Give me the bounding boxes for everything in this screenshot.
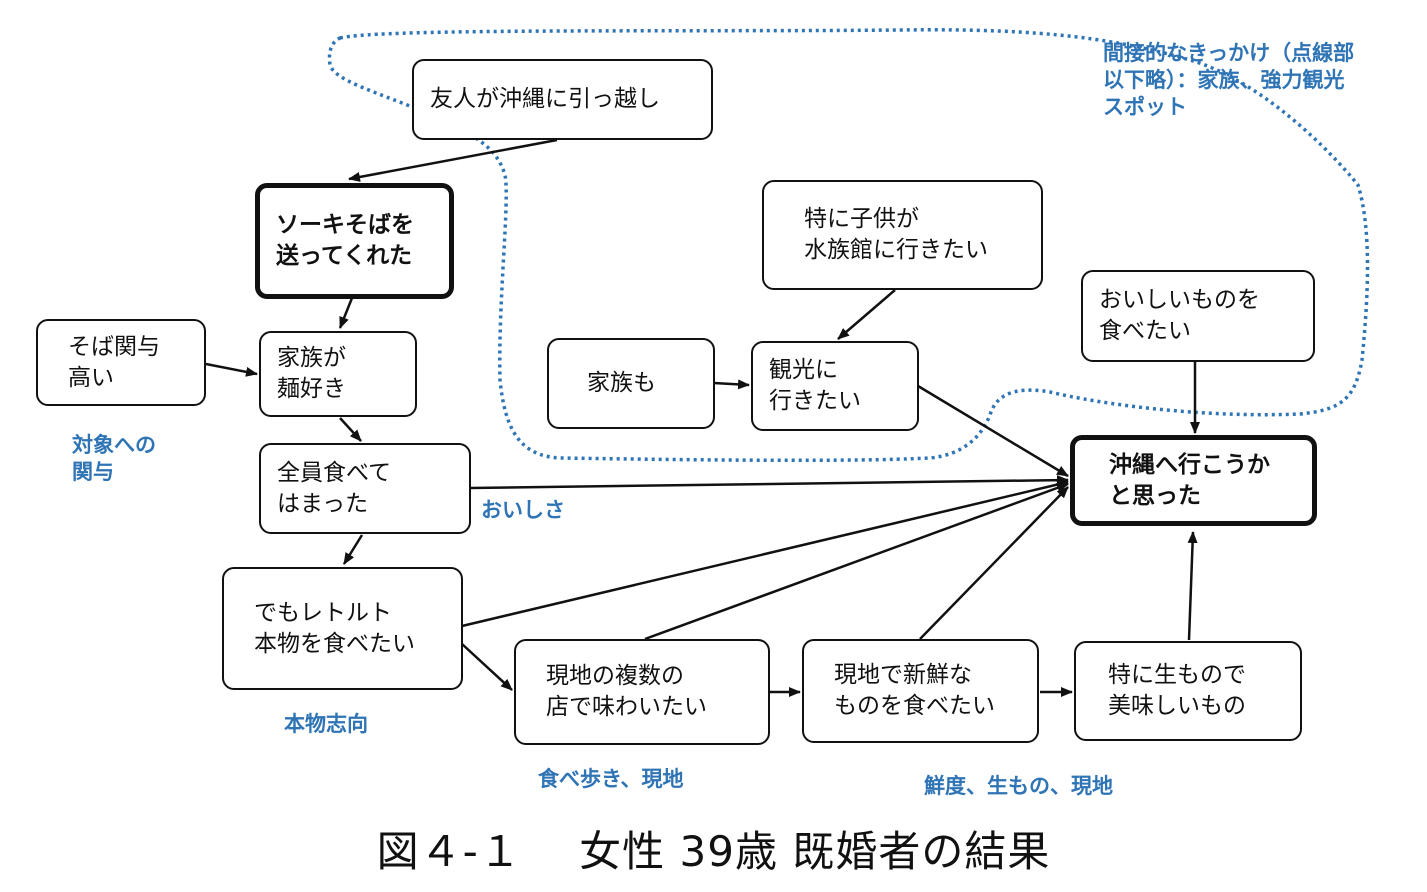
arrow-fresh-to-okinawa — [919, 486, 1069, 640]
node-thought-okinawa: 沖縄へ行こうか と思った — [1070, 435, 1317, 526]
node-friend-moved: 友人が沖縄に引っ越し — [412, 59, 713, 140]
arrow-hooked-to-retort — [342, 534, 364, 565]
note-taste: おいしさ — [481, 498, 565, 522]
note-involvement: 対象への 関与 — [72, 433, 156, 484]
node-all-hooked: 全員食べて はまった — [259, 443, 471, 534]
arrow-family-to-hooked — [339, 417, 362, 442]
node-sent-soba: ソーキそばを 送ってくれた — [255, 183, 454, 299]
arrow-soba-to-family — [338, 297, 354, 329]
note-authentic: 本物志向 — [284, 712, 368, 736]
node-want-tasty: おいしいものを 食べたい — [1081, 270, 1315, 362]
note-freshness: 鮮度、生もの、現地 — [924, 774, 1113, 798]
node-local-fresh: 現地で新鮮な ものを食べたい — [802, 639, 1039, 743]
arrow-family-too-to-sightseeing — [713, 379, 750, 390]
arrow-retort-to-okinawa — [461, 479, 1069, 628]
arrow-shops-to-okinawa — [644, 482, 1069, 641]
node-want-sightseeing: 観光に 行きたい — [751, 341, 919, 431]
node-retort: でもレトルト 本物を食べたい — [222, 567, 463, 690]
arrow-involvement-to-family — [205, 362, 258, 377]
arrow-child-to-sightseeing — [837, 289, 896, 340]
node-family-noodles: 家族が 麺好き — [259, 331, 417, 417]
node-raw-tasty: 特に生もので 美味しいもの — [1074, 641, 1302, 741]
arrow-raw-to-okinawa — [1187, 531, 1198, 641]
figure-caption: 図４-１ 女性 39歳 既婚者の結果 — [376, 827, 1051, 876]
node-child-aquarium: 特に子供が 水族館に行きたい — [762, 180, 1043, 290]
arrow-sightseeing-to-okinawa — [917, 384, 1069, 478]
node-local-shops: 現地の複数の 店で味わいたい — [514, 639, 770, 745]
node-soba-involvement: そば関与 高い — [36, 319, 206, 406]
arrow-retort-to-shops — [461, 643, 513, 691]
arrow-friend-to-soba — [348, 138, 558, 182]
arrow-hooked-to-okinawa — [469, 475, 1069, 490]
node-family-too: 家族も — [547, 338, 715, 429]
note-eating-around: 食べ歩き、現地 — [538, 767, 684, 791]
indirect-trigger-dotted-outline — [327, 28, 1370, 463]
note-indirect-trigger: 間接的なきっかけ（点線部 以下略）：家族、強力観光 スポット — [1103, 41, 1355, 119]
